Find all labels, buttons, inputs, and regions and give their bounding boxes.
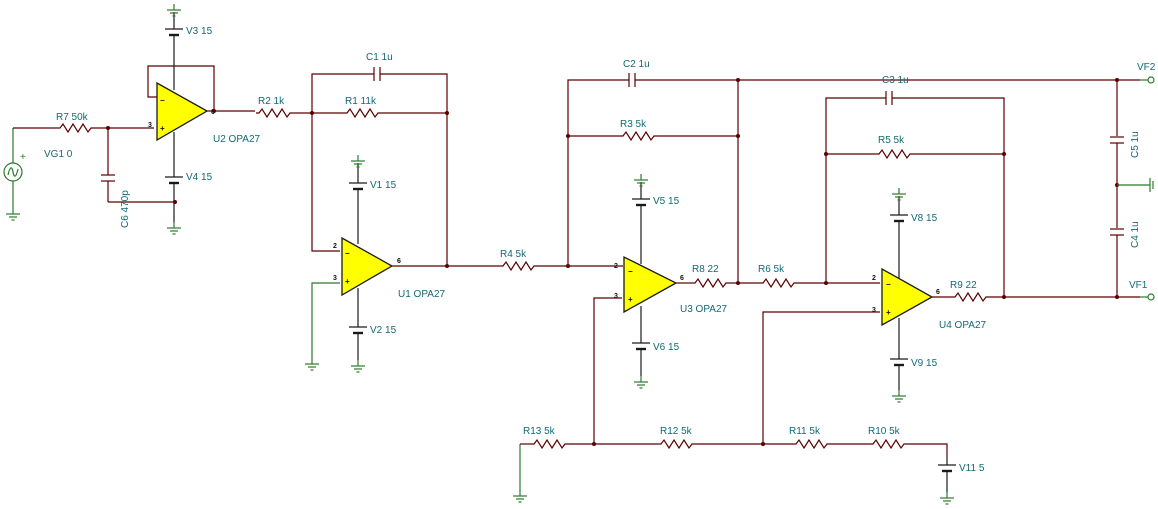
c2-label: C2 1u	[623, 59, 650, 70]
v3-battery	[163, 18, 185, 46]
v9-battery	[888, 348, 910, 376]
c4-capacitor	[1109, 228, 1125, 236]
u4-label: U4 OPA27	[939, 320, 986, 331]
c2-capacitor	[628, 72, 636, 88]
r8-resistor	[691, 278, 730, 288]
vf2-probe	[1140, 76, 1155, 84]
svg-text:3: 3	[872, 307, 876, 314]
c4-c5-ground	[1149, 178, 1154, 192]
v2-label: V2 15	[370, 325, 397, 336]
r10-label: R10 5k	[868, 426, 901, 437]
svg-text:6: 6	[936, 289, 940, 296]
r4-label: R4 5k	[500, 249, 527, 260]
svg-text:+: +	[20, 152, 26, 163]
c5-label: C5 1u	[1130, 131, 1141, 158]
r11-label: R11 5k	[789, 426, 821, 437]
r5-resistor	[875, 149, 914, 159]
v4-label: V4 15	[186, 172, 213, 183]
r13-label: R13 5k	[523, 426, 556, 437]
v1-label: V1 15	[370, 180, 397, 191]
r1-resistor	[343, 108, 382, 118]
r11-resistor	[792, 439, 831, 449]
c3-label: C3 1u	[882, 75, 909, 86]
v6-battery	[630, 332, 652, 360]
svg-text:2: 2	[614, 263, 618, 270]
r12-resistor	[657, 439, 696, 449]
r9-resistor	[951, 292, 990, 302]
u1-label: U1 OPA27	[398, 289, 445, 300]
r2-resistor	[255, 108, 294, 118]
v3-label: V3 15	[186, 26, 213, 37]
svg-text:6: 6	[397, 258, 401, 265]
r3-resistor	[619, 131, 658, 141]
r9-label: R9 22	[950, 280, 977, 291]
svg-text:−: −	[886, 280, 891, 289]
c3-capacitor	[885, 90, 893, 106]
r6-resistor	[759, 278, 798, 288]
svg-text:2: 2	[333, 243, 337, 250]
u3-label: U3 OPA27	[680, 304, 727, 315]
svg-text:+: +	[160, 124, 165, 133]
r3-label: R3 5k	[620, 119, 647, 130]
r1-label: R1 11k	[345, 96, 377, 107]
u4-opamp: − + 2 3 6	[872, 267, 940, 327]
c1-label: C1 1u	[366, 52, 393, 63]
v4-battery	[163, 166, 185, 194]
svg-text:−: −	[160, 96, 165, 105]
svg-text:6: 6	[680, 275, 684, 282]
v5-label: V5 15	[653, 196, 680, 207]
r8-label: R8 22	[692, 264, 719, 275]
c6-capacitor	[100, 174, 116, 182]
r5-label: R5 5k	[878, 135, 905, 146]
c5-capacitor	[1109, 136, 1125, 144]
c1-capacitor	[373, 66, 381, 82]
r7-resistor	[56, 123, 95, 133]
svg-text:3: 3	[148, 122, 152, 129]
vg1-source: +	[3, 128, 26, 221]
u1-opamp: − + 2 3 6	[333, 236, 401, 297]
svg-text:2: 2	[872, 275, 876, 282]
svg-text:+: +	[886, 308, 891, 317]
svg-text:3: 3	[333, 275, 337, 282]
svg-text:+: +	[628, 295, 633, 304]
r4-resistor	[499, 261, 538, 271]
v8-battery	[888, 204, 910, 232]
v9-label: V9 15	[911, 358, 938, 369]
v11-battery	[936, 454, 958, 482]
r10-resistor	[869, 439, 908, 449]
v6-label: V6 15	[653, 342, 680, 353]
vf2-label: VF2	[1137, 62, 1156, 73]
c4-label: C4 1u	[1130, 221, 1141, 248]
vf1-probe	[1140, 293, 1155, 301]
svg-text:3: 3	[614, 293, 618, 300]
svg-text:−: −	[345, 249, 350, 258]
v2-battery	[347, 316, 369, 344]
v11-label: V11 5	[959, 463, 985, 474]
v8-label: V8 15	[911, 213, 938, 224]
u2-label: U2 OPA27	[213, 134, 260, 145]
u2-opamp: − + 3 6	[148, 81, 215, 142]
r12-label: R12 5k	[660, 426, 693, 437]
vf1-label: VF1	[1129, 280, 1148, 291]
v5-battery	[630, 188, 652, 216]
c6-label: C6 470p	[120, 190, 131, 228]
u3-opamp: − + 2 3 6	[614, 255, 684, 314]
vg1-label: VG1 0	[44, 149, 73, 160]
r6-label: R6 5k	[758, 264, 785, 275]
r2-label: R2 1k	[258, 96, 285, 107]
svg-text:−: −	[628, 267, 633, 276]
v1-battery	[347, 172, 369, 200]
r13-resistor	[530, 439, 569, 449]
svg-text:+: +	[345, 277, 350, 286]
r7-label: R7 50k	[56, 112, 89, 123]
